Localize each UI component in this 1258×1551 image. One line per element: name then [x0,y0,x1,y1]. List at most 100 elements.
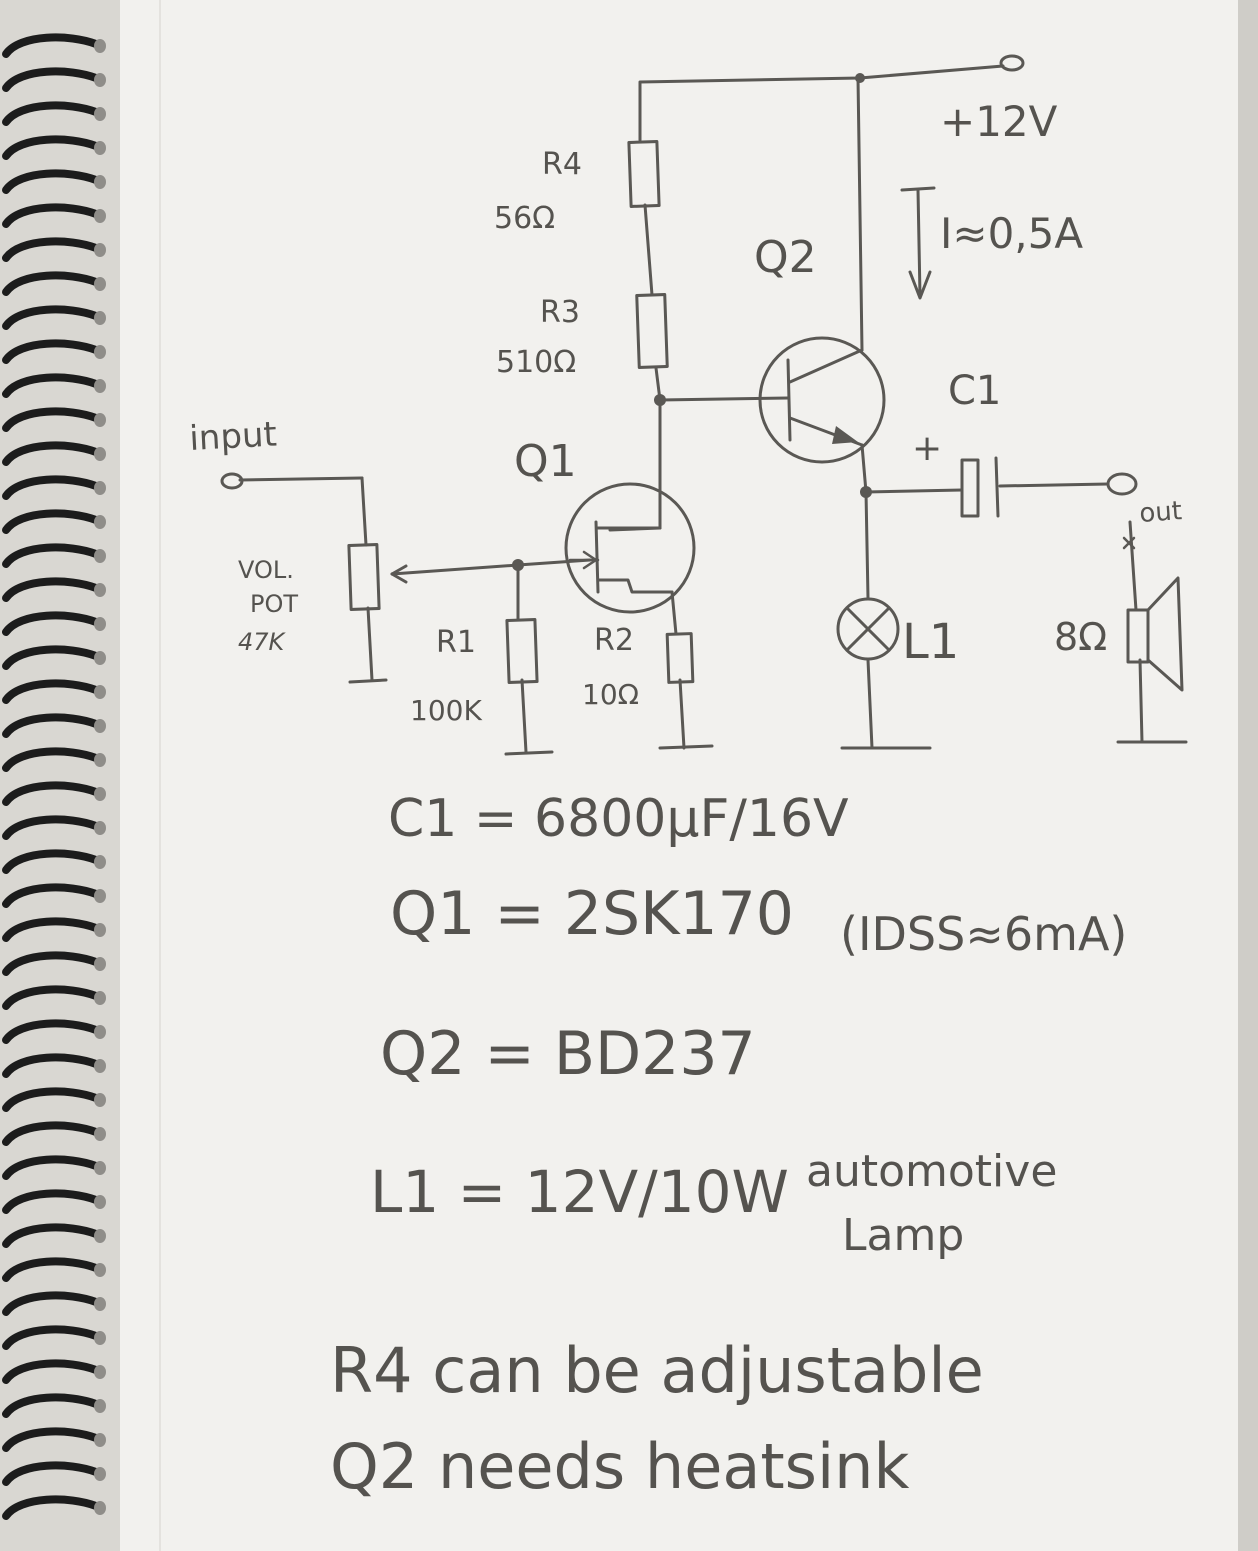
binding-hole [94,1467,106,1481]
wire-q2-collector [856,76,864,352]
note-c1: C1 = 6800µF/16V [388,789,849,849]
note-l1: L1 = 12V/10W [370,1158,789,1226]
spiral-loop [2,475,100,500]
r3-name-label: R3 [540,295,580,330]
binding-hole [94,175,106,189]
potentiometer [347,543,381,611]
spiral-loop [2,1393,100,1418]
binding-hole [94,549,106,563]
r3-value-label: 510Ω [496,345,576,380]
binding-hole [94,957,106,971]
note-q2-heatsink: Q2 needs heatsink [330,1430,909,1503]
out-label: out [1138,496,1183,529]
wire-to-q2-base [658,396,790,402]
spiral-loop [2,407,100,432]
wiper-arrow-icon [390,564,408,584]
spiral-loop [2,1495,100,1520]
binding-hole [94,1025,106,1039]
binding-hole [94,447,106,461]
binding-hole [94,719,106,733]
lamp-l1 [836,597,900,661]
l1-label: L1 [902,614,959,670]
spiral-loop [2,747,100,772]
resistor-r3 [635,293,669,369]
binding-hole [94,1127,106,1141]
spiral-loop [2,1325,100,1350]
spiral-loop [2,1121,100,1146]
spiral-loop [2,169,100,194]
pot-label-line3: 47K [238,628,287,656]
spiral-loop [2,1155,100,1180]
binding-hole [94,651,106,665]
binding-hole [94,991,106,1005]
page-edge [1238,0,1258,1551]
junction-dot [654,394,666,406]
spiral-loop [2,33,100,58]
binding-hole [94,889,106,903]
resistor-r4 [627,140,661,208]
binding-hole [94,685,106,699]
binding-hole [94,617,106,631]
ground-r2 [658,744,714,750]
spiral-loop [2,135,100,160]
binding-hole [94,1229,106,1243]
wire-c1-out [998,482,1110,488]
spiral-loop [2,237,100,262]
spiral-loop [2,645,100,670]
spiral-loop [2,577,100,602]
speaker-icon [1126,576,1184,692]
wire-lamp-ground [866,658,874,750]
spiral-loop [2,1087,100,1112]
binding-hole [94,1433,106,1447]
binding-hole [94,1399,106,1413]
note-r4-adjustable: R4 can be adjustable [330,1334,984,1407]
bjt-q2 [758,336,886,464]
wire-input [238,476,364,482]
binding-hole [94,379,106,393]
spiral-loop [2,305,100,330]
c1-label: C1 [948,368,1001,414]
output-terminal [1106,472,1138,496]
binding-hole [94,583,106,597]
input-label: input [188,414,277,459]
binding-hole [94,1059,106,1073]
spiral-loop [2,271,100,296]
current-arrow-icon [900,186,936,300]
binding-hole [94,1501,106,1515]
component-notes: C1 = 6800µF/16V Q1 = 2SK170 (IDSS≈6mA) Q… [330,789,1127,1503]
spiral-loop [2,1189,100,1214]
capacitor-c1 [960,456,1000,518]
wire-input-pot [360,476,368,547]
binding-hole [94,1365,106,1379]
binding-hole [94,107,106,121]
ground-pot [348,678,388,684]
jfet-q1 [564,482,696,614]
spiral-loop [2,1053,100,1078]
schematic-labels: +12V I≈0,5A Q2 Q1 C1 + R4 56Ω R3 510Ω in… [188,97,1183,727]
wire-source-r2 [670,590,678,636]
supply-rail [638,64,1005,142]
wire-out-speaker [1128,520,1138,612]
wire-r4-r3 [643,203,654,297]
spiral-loop [2,883,100,908]
spiral-loop [2,781,100,806]
spiral-loop [2,67,100,92]
binding-hole [94,1093,106,1107]
binding-hole [94,141,106,155]
binding-hole [94,277,106,291]
q2-label: Q2 [754,232,817,283]
spiral-loop [2,441,100,466]
binding-hole [94,413,106,427]
junction-dot [860,486,872,498]
wire-q2-emitter [860,443,868,494]
wire-r2-ground [678,678,686,750]
spiral-binding [2,33,106,1520]
r4-value-label: 56Ω [494,201,555,236]
spiral-loop [2,1019,100,1044]
c1-polarity-label: + [912,428,942,469]
r1-name-label: R1 [436,625,476,660]
output-mark-icon [1122,536,1136,550]
binding-hole [94,243,106,257]
